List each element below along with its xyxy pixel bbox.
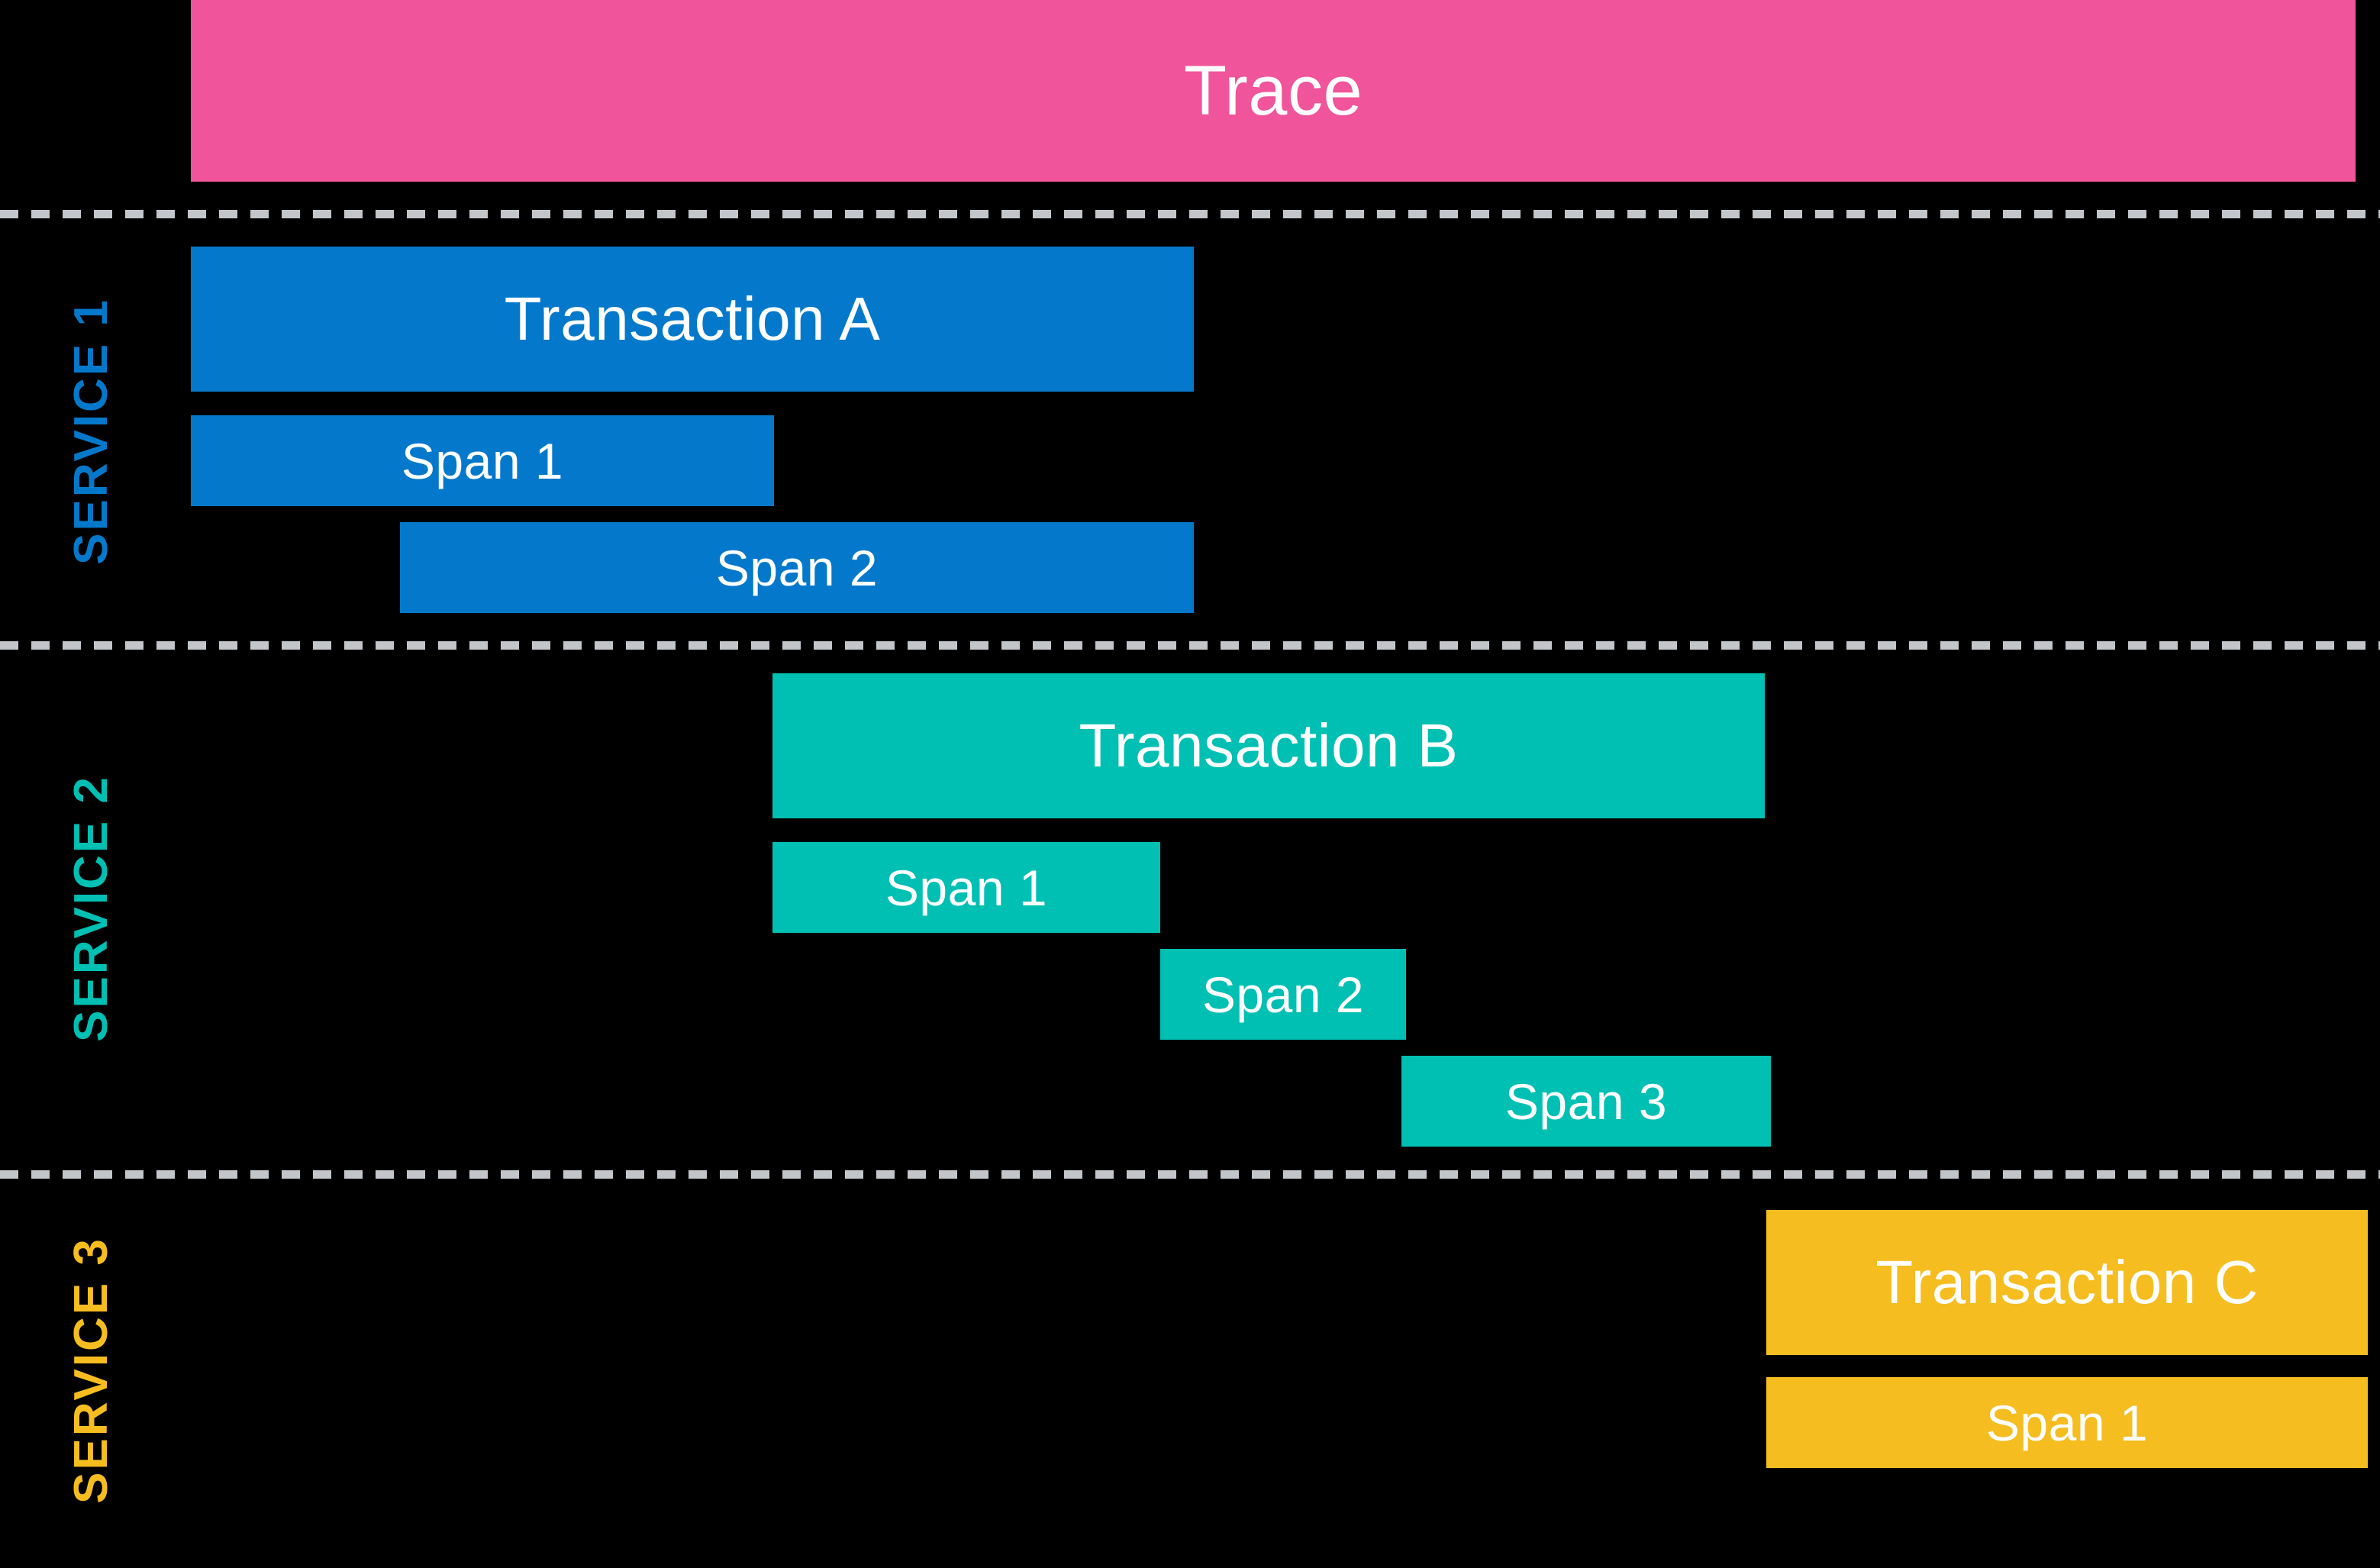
span-bar-service-2-2[interactable]: Span 2 (1160, 949, 1406, 1040)
divider-above-service-1 (0, 210, 2380, 218)
span-bar-label: Span 1 (885, 859, 1048, 916)
transaction-bar-label: Transaction C (1875, 1248, 2259, 1316)
transaction-bar-label: Transaction A (504, 285, 881, 353)
span-bar-label: Span 1 (401, 432, 564, 489)
span-bar-service-1-2[interactable]: Span 2 (400, 522, 1194, 613)
service-lane-label-2: SERVICE 2 (65, 775, 118, 1042)
trace-bar-label: Trace (1183, 52, 1363, 130)
span-bar-label: Span 2 (1201, 966, 1365, 1023)
transaction-bar-service-3[interactable]: Transaction C (1766, 1210, 2368, 1355)
span-bar-service-1-1[interactable]: Span 1 (191, 415, 774, 506)
span-bar-label: Span 2 (715, 539, 879, 596)
divider-above-service-3 (0, 1170, 2380, 1179)
span-bar-service-3-1[interactable]: Span 1 (1766, 1377, 2368, 1468)
divider-above-service-2 (0, 641, 2380, 650)
service-lane-label-1: SERVICE 1 (65, 298, 118, 565)
span-bar-label: Span 1 (1985, 1394, 2149, 1451)
span-bar-label: Span 3 (1504, 1073, 1668, 1130)
transaction-bar-label: Transaction B (1079, 711, 1459, 779)
span-bar-service-2-1[interactable]: Span 1 (772, 842, 1160, 933)
service-lane-label-3: SERVICE 3 (65, 1237, 118, 1504)
trace-bar[interactable]: Trace (191, 0, 2356, 182)
transaction-bar-service-1[interactable]: Transaction A (191, 247, 1194, 392)
span-bar-service-2-3[interactable]: Span 3 (1401, 1056, 1771, 1147)
transaction-bar-service-2[interactable]: Transaction B (772, 673, 1765, 818)
